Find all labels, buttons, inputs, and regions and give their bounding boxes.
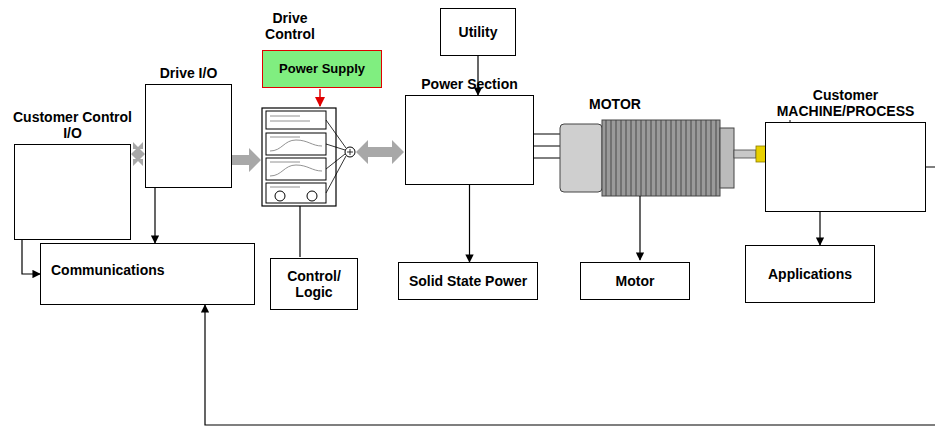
signal-line: [22, 240, 40, 274]
power-section-box: Power Section: [405, 95, 534, 185]
supply-arrow: [319, 89, 321, 106]
leader-line: [639, 196, 640, 260]
motor-box: Motor: [580, 262, 690, 300]
node-label: Motor: [616, 273, 655, 289]
io-box: Customer Control I/O: [14, 144, 131, 240]
logic-box: Control/ Logic: [270, 258, 358, 310]
machine-box: Customer MACHINE/PROCESS: [765, 122, 926, 212]
node-label: Applications: [768, 266, 852, 282]
communications-box: Communications: [40, 243, 255, 305]
node-label: Communications: [51, 262, 165, 278]
node-label: Solid State Power: [409, 273, 527, 289]
leader-line: [299, 206, 300, 257]
node-heading: Power Section: [405, 76, 535, 92]
node-heading: Customer MACHINE/PROCESS: [766, 87, 926, 119]
section-label: Drive Control: [255, 10, 325, 42]
io-box: Drive I/O: [145, 84, 232, 188]
node-heading: Customer Control I/O: [13, 109, 133, 141]
node-label: Control/ Logic: [277, 268, 351, 300]
applications-box: Applications: [745, 245, 875, 303]
control-block: [262, 108, 355, 206]
node-label: Power Supply: [279, 62, 365, 77]
motor-picture: [560, 120, 766, 196]
node-label: Utility: [459, 24, 498, 40]
node-heading: Drive I/O: [144, 65, 234, 81]
utility-box: Utility: [440, 8, 516, 56]
data-flow-arrow: [356, 140, 404, 164]
signal-line: [819, 212, 820, 245]
power-supply-box: Power Supply: [262, 50, 382, 88]
data-flow-arrow: [131, 142, 145, 166]
part-label: MOTOR: [580, 96, 650, 112]
signal-line: [469, 185, 470, 262]
power-box: Solid State Power: [398, 262, 538, 300]
signal-line: [154, 188, 155, 243]
